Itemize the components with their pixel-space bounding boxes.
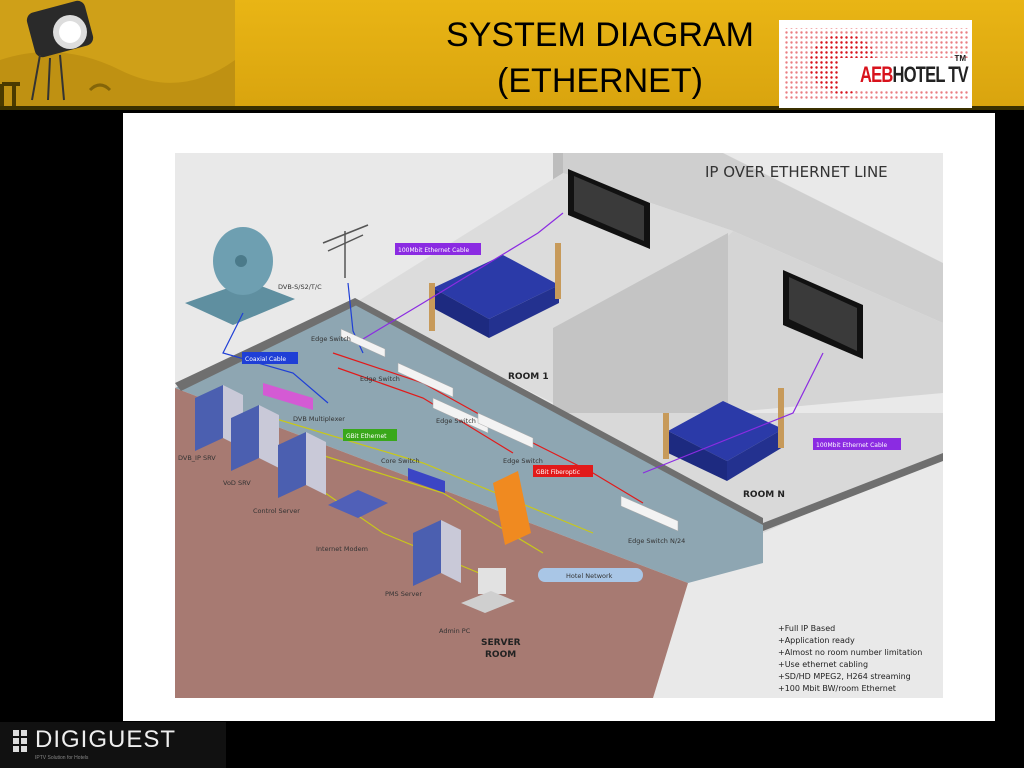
label-edge-switch-3: Edge Switch <box>436 417 476 425</box>
title-line-1: SYSTEM DIAGRAM <box>446 16 754 54</box>
digiguest-wordmark: DIGIGUEST <box>35 726 177 753</box>
bed-room-1-icon <box>429 243 561 338</box>
feature-item: +Application ready <box>778 636 855 645</box>
label-edge-switch-4: Edge Switch <box>503 457 543 465</box>
feature-item: +Almost no room number limitation <box>778 648 922 657</box>
slide-title: SYSTEM DIAGRAM (ETHERNET) <box>380 12 820 104</box>
spotlight-icon <box>0 0 235 106</box>
tag-fiber: GBit Fiberoptic <box>536 469 580 476</box>
bed-room-n-icon <box>663 388 784 481</box>
satellite-dish-icon <box>185 227 295 325</box>
edge-switch-1 <box>340 328 386 358</box>
edge-switch-3 <box>432 397 489 434</box>
pms-server <box>413 520 461 586</box>
label-internet-modem: Internet Modem <box>316 545 368 553</box>
trademark-mark: TM <box>954 54 966 63</box>
digiguest-mark-icon <box>13 730 27 752</box>
feature-list: +Full IP Based +Application ready +Almos… <box>778 624 922 693</box>
label-edge-switch-1: Edge Switch <box>311 335 351 343</box>
diagram-panel: IP OVER ETHERNET LINE <box>123 113 995 721</box>
logo-brand-red: AEB <box>860 62 893 87</box>
tv-room-1-icon <box>568 169 650 249</box>
title-line-2: (ETHERNET) <box>497 62 703 100</box>
antenna-icon <box>322 224 369 278</box>
label-pms-server: PMS Server <box>385 590 422 598</box>
tag-gbit: GBit Ethernet <box>346 433 387 440</box>
tag-ethernet-top: 100Mbit Ethernet Cable <box>398 247 469 254</box>
edge-switch-2 <box>397 362 454 398</box>
tv-room-n-icon <box>783 270 863 359</box>
digiguest-footer: DIGIGUEST IPTV Solution for Hotels <box>0 722 226 768</box>
edge-switch-n <box>620 495 679 532</box>
label-dvb-ip-server: DVB_IP SRV <box>178 454 216 462</box>
dot-pattern-icon <box>783 28 969 100</box>
digiguest-tagline: IPTV Solution for Hotels <box>35 755 89 761</box>
label-hotel-network: Hotel Network <box>566 572 613 580</box>
tag-gbit-bg <box>343 429 397 441</box>
tag-coaxial: Coaxial Cable <box>245 356 286 363</box>
tag-ethernet-top-bg <box>395 243 481 255</box>
system-diagram: IP OVER ETHERNET LINE <box>175 153 943 698</box>
internet-modem <box>328 490 388 518</box>
aeb-hotel-tv-logo: TM AEBHOTEL TV <box>779 20 972 108</box>
room-1-label: ROOM 1 <box>508 372 549 382</box>
core-switch <box>408 468 445 493</box>
room-n-label: ROOM N <box>743 490 785 500</box>
feature-item: +100 Mbit BW/room Ethernet <box>778 684 896 693</box>
dvb-multiplexer <box>263 383 313 410</box>
label-vod-server: VoD SRV <box>223 479 251 487</box>
header-divider <box>0 106 1024 110</box>
tag-fiber-bg <box>533 465 593 477</box>
label-dvb: DVB-S/S2/T/C <box>278 283 322 291</box>
server-room-label-1: SERVER <box>481 638 521 648</box>
partition-wall <box>553 233 728 413</box>
corridor-floor <box>175 303 763 583</box>
feature-item: +Use ethernet cabling <box>778 660 868 669</box>
feature-item: +Full IP Based <box>778 624 835 633</box>
label-edge-switch-2: Edge Switch <box>360 375 400 383</box>
edge-switch-4 <box>477 412 534 449</box>
label-edge-switch-n: Edge Switch N/24 <box>628 537 685 545</box>
server-room-label-2: ROOM <box>485 650 516 660</box>
vod-server <box>231 405 279 471</box>
tag-ethernet-right: 100Mbit Ethernet Cable <box>816 442 887 449</box>
fiber-switch-orange <box>493 471 531 545</box>
label-core-switch: Core Switch <box>381 457 420 465</box>
tag-coaxial-bg <box>242 352 298 364</box>
control-server <box>278 432 326 498</box>
logo-wordmark: AEBHOTEL TV <box>860 62 969 88</box>
label-control-server: Control Server <box>253 507 300 515</box>
logo-brand-dark: HOTEL TV <box>892 62 969 87</box>
admin-pc <box>461 568 515 613</box>
hotel-network-pipe <box>538 568 643 582</box>
diagram-heading: IP OVER ETHERNET LINE <box>705 163 888 181</box>
dvb-ip-server <box>195 385 243 451</box>
label-dvb-multiplexer: DVB Multiplexer <box>293 415 345 423</box>
feature-item: +SD/HD MPEG2, H264 streaming <box>778 672 911 681</box>
label-admin-pc: Admin PC <box>439 627 471 635</box>
back-wall <box>563 153 943 323</box>
tag-ethernet-right-bg <box>813 438 901 450</box>
